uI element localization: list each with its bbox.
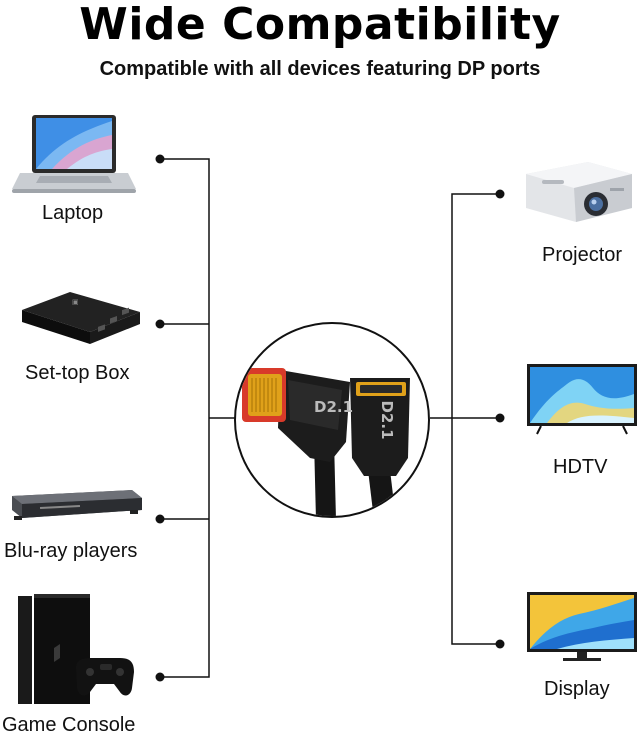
node-dot (155, 154, 165, 164)
device-label-display: Display (544, 678, 610, 700)
device-label-hdtv: HDTV (553, 456, 608, 478)
laptop-icon (12, 115, 136, 193)
projector-icon (526, 162, 632, 222)
left-bus-line (160, 158, 210, 678)
node-dot (495, 639, 505, 649)
page-title: Wide Compatibility (79, 0, 561, 50)
device-label-blu-ray: Blu-ray players (4, 540, 138, 562)
connector-mark: D2.1 (378, 400, 396, 439)
connector-mark: D2.1 (314, 398, 353, 416)
node-dot (495, 413, 505, 423)
device-label-laptop: Laptop (42, 202, 104, 224)
right-bus-line (451, 193, 500, 645)
hdtv-icon (527, 364, 637, 435)
blu-ray-player-icon (12, 490, 142, 520)
device-label-projector: Projector (542, 244, 623, 266)
node-dot (155, 672, 165, 682)
display-icon (527, 592, 637, 661)
svg-text:▣: ▣ (72, 298, 79, 306)
game-console-icon (18, 594, 134, 704)
page-subtitle: Compatible with all devices featuring DP… (99, 58, 541, 80)
dp-cable-icon: D2.1 D2.1 (234, 322, 430, 518)
node-dot (495, 189, 505, 199)
node-dot (155, 319, 165, 329)
set-top-box-icon: ▣ (22, 292, 140, 344)
device-label-set-top-box: Set-top Box (25, 362, 130, 384)
device-label-game-console: Game Console (2, 714, 136, 736)
node-dot (155, 514, 165, 524)
